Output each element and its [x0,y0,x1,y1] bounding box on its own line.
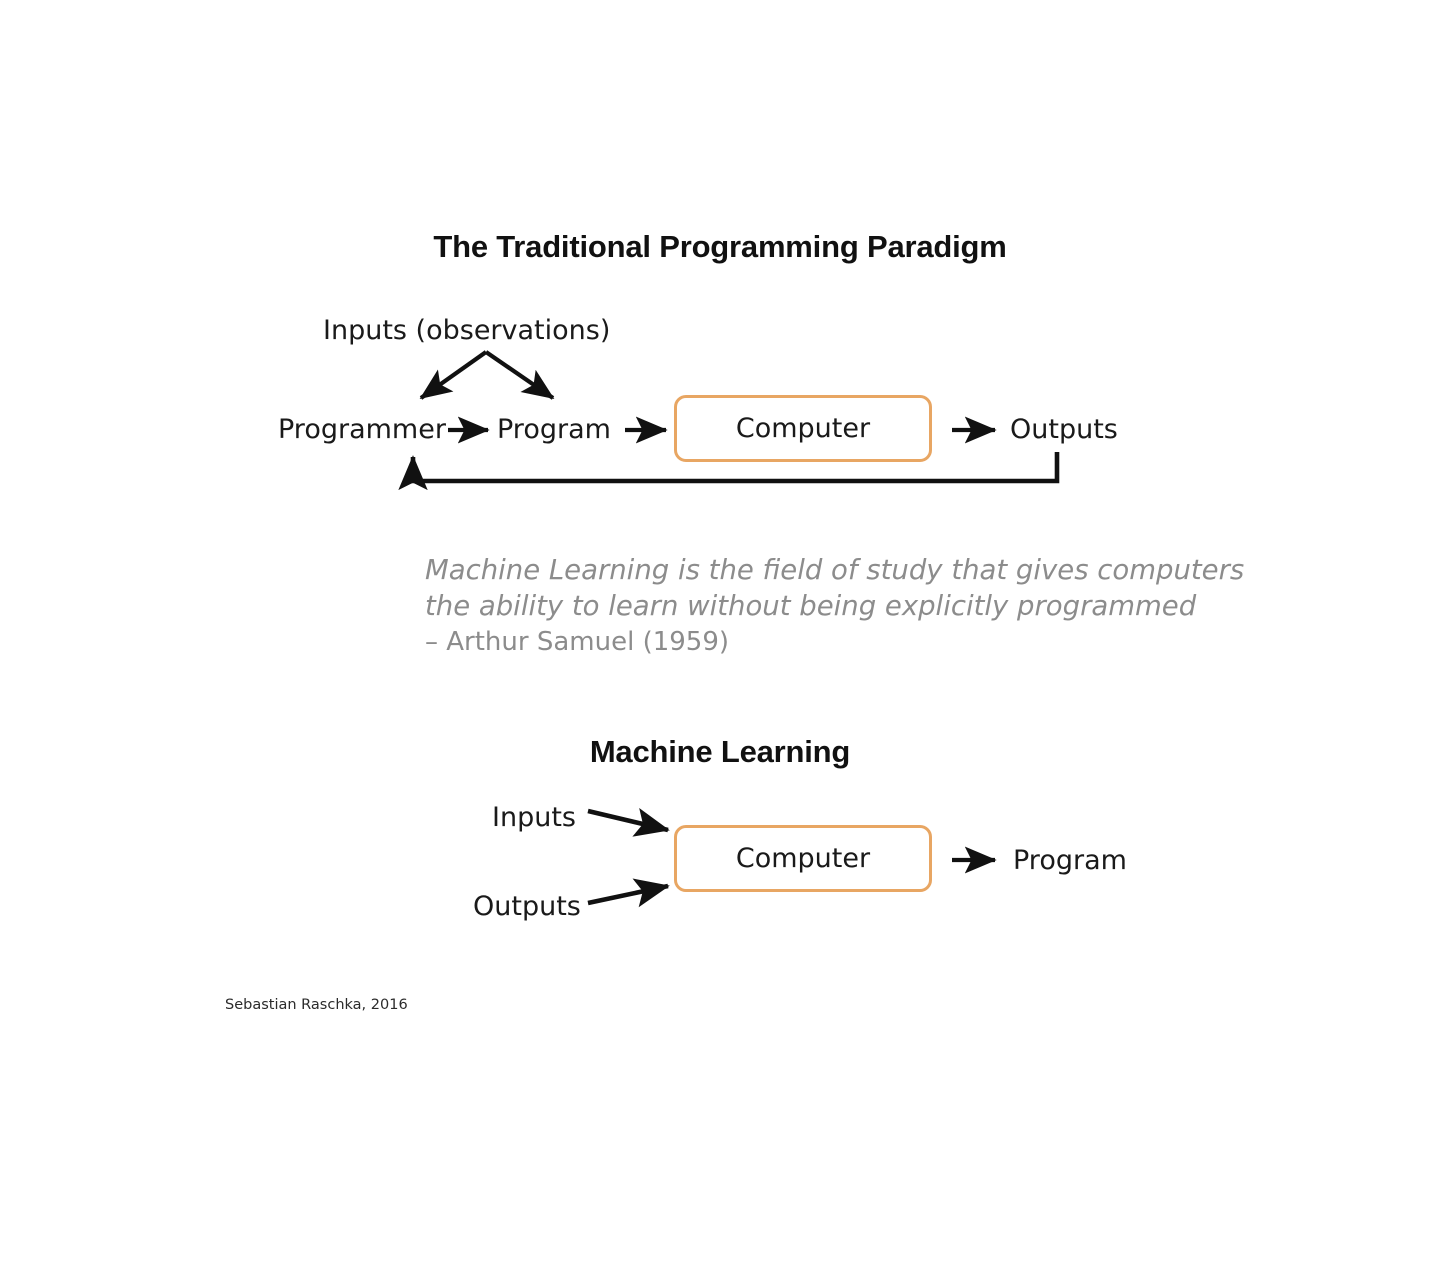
machine-learning-title: Machine Learning [589,734,851,769]
traditional-paradigm-title: The Traditional Programming Paradigm [433,229,1007,264]
arthur-samuel-quote: Machine Learning is the field of study t… [425,552,1245,660]
traditional-program-label: Program [497,414,611,445]
traditional-outputs-label: Outputs [1010,414,1118,445]
traditional-computer-box[interactable]: Computer [674,395,932,462]
traditional-inputs-label: Inputs (observations) [323,315,611,346]
arrow-inputs-to-programmer [419,350,488,400]
ml-outputs-label: Outputs [473,891,581,922]
ml-computer-label: Computer [735,843,871,874]
traditional-programmer-label: Programmer [278,414,446,445]
arrow-ml-outputs-to-computer [587,878,670,908]
traditional-computer-label: Computer [735,413,871,444]
ml-inputs-label: Inputs [492,802,576,833]
arrow-inputs-to-program [484,350,555,400]
quote-line-1: Machine Learning is the field of study t… [425,554,1245,586]
footer-credit: Sebastian Raschka, 2016 [225,997,408,1013]
ml-program-label: Program [1013,845,1127,876]
quote-line-2: the ability to learn without being expli… [425,590,1197,622]
arrow-ml-inputs-to-computer [587,808,670,837]
quote-attribution: – Arthur Samuel (1959) [425,627,730,657]
ml-computer-box[interactable]: Computer [674,825,932,892]
